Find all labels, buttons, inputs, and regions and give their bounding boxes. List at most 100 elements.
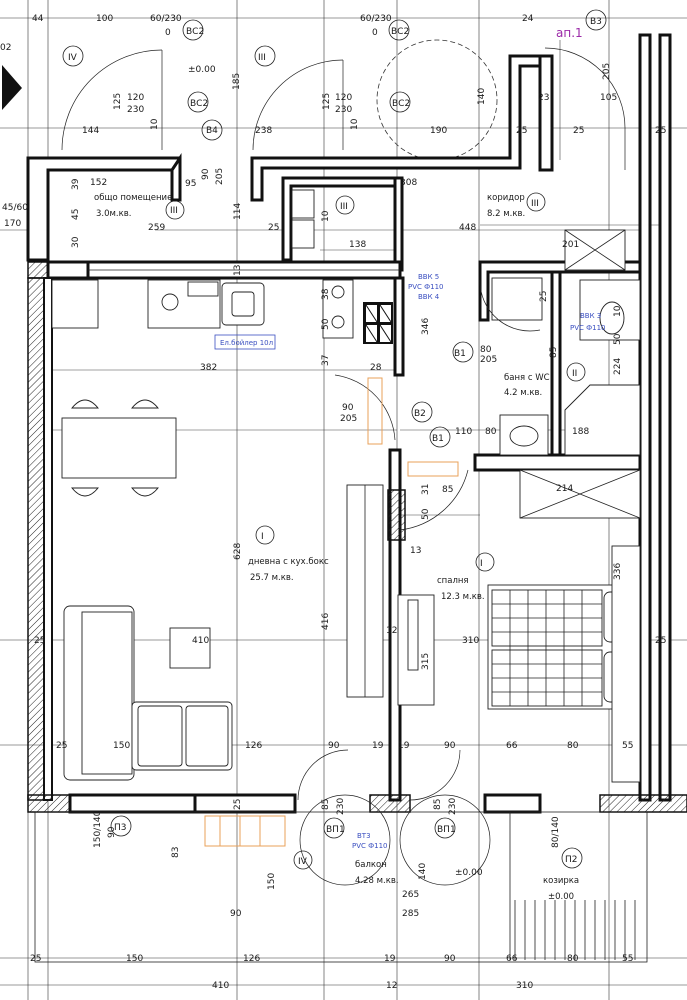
tag-label: В1: [432, 434, 444, 444]
dim-label: 25: [30, 954, 41, 964]
dim-label: 10: [613, 305, 623, 317]
bedroom-furniture: [397, 469, 641, 783]
dim-label: 205: [215, 168, 225, 185]
tag-circles: [62, 9, 607, 870]
room-name-living: дневна с кух.бокс: [248, 557, 329, 567]
dim-label: 39: [71, 178, 81, 190]
dim-label: 448: [459, 223, 476, 233]
dim-label: 126: [245, 741, 262, 751]
dim-label: 90: [328, 741, 340, 751]
dining-table: [61, 399, 177, 497]
dim-label: 0: [372, 28, 378, 38]
room-area-bath: 4.2 м.кв.: [504, 388, 542, 398]
dim-label: 0: [165, 28, 171, 38]
roman-label: I: [261, 532, 264, 542]
dim-label: 90: [444, 954, 456, 964]
dim-label: 25: [655, 126, 666, 136]
dim-label: 310: [462, 636, 479, 646]
dim-label: 23: [538, 93, 549, 103]
dim-label: 28: [370, 363, 382, 373]
dim-label: 80: [567, 954, 579, 964]
note-vvk3: ВВК 3: [580, 312, 601, 320]
dim-label: 214: [556, 484, 573, 494]
dim-label: 02: [0, 43, 11, 53]
note-pvc3: PVC Ф110: [352, 842, 388, 850]
dim-label: 10: [350, 118, 360, 130]
tag-label: П3: [114, 823, 127, 833]
dim-label: 45: [71, 209, 81, 220]
dim-label: 12: [386, 981, 397, 991]
note-vt3: ВТ3: [357, 832, 371, 840]
dim-label: 31: [421, 484, 431, 495]
dim-label: 50: [321, 318, 331, 330]
dim-label: 205: [602, 63, 612, 80]
dim-label: 24: [522, 14, 534, 24]
dim-label: 25: [573, 126, 584, 136]
dim-label: 150: [113, 741, 130, 751]
roman-label: III: [531, 199, 539, 209]
tag-label: ВС2: [186, 27, 204, 37]
dim-label: 265: [402, 890, 419, 900]
dim-label: 152: [90, 178, 107, 188]
room-area-corridor: 8.2 м.кв.: [487, 209, 525, 219]
roman-label: IV: [68, 53, 78, 63]
dim-label: 66: [506, 954, 518, 964]
dim-label: 19: [398, 741, 410, 751]
note-vvk5: ВВК 5: [418, 273, 439, 281]
dim-label: 95: [185, 179, 196, 189]
dim-label: 19: [384, 954, 396, 964]
tag-label: ВС2: [190, 99, 208, 109]
dim-label: 90: [444, 741, 456, 751]
dim-label: 410: [212, 981, 229, 991]
roman-label: III: [258, 53, 266, 63]
tag-label: П2: [565, 855, 578, 865]
dim-label: 10: [150, 118, 160, 130]
room-name-balcony: балкон: [355, 860, 387, 870]
dim-label: 114: [233, 203, 243, 220]
apartment-label: ап.1: [556, 26, 583, 40]
dim-label: 110: [455, 427, 472, 437]
sofa: [63, 605, 233, 781]
dim-label: 416: [321, 613, 331, 630]
dim-label: 100: [96, 14, 113, 24]
dim-label: 50: [421, 508, 431, 520]
dim-label: 44: [32, 14, 44, 24]
room-area-living: 25.7 м.кв.: [250, 573, 294, 583]
dim-label: 150: [267, 873, 277, 890]
dim-label: 144: [82, 126, 99, 136]
dim-label: 66: [506, 741, 518, 751]
dim-label: 125: [113, 93, 123, 110]
dim-label: 19: [372, 741, 384, 751]
dim-label: 224: [613, 358, 623, 375]
dim-label: 230: [127, 105, 144, 115]
note-pvc2: PVC Ф110: [570, 324, 606, 332]
dim-label: 230: [336, 798, 346, 815]
dim-label: 10: [321, 210, 331, 222]
dim-label: 205: [340, 414, 357, 424]
dim-label: 83: [171, 847, 181, 858]
roman-label: III: [340, 202, 348, 212]
room-area-common: 3.0м.кв.: [96, 209, 131, 219]
tag-label: ВП1: [326, 825, 345, 835]
dim-label: 410: [192, 636, 209, 646]
note-vvk4: ВВК 4: [418, 293, 440, 301]
dim-label: 25: [268, 223, 279, 233]
dim-label: 205: [480, 355, 497, 365]
dim-label: 50: [613, 333, 623, 345]
dim-label: 126: [243, 954, 260, 964]
note-pvc1: PVC Ф110: [408, 283, 444, 291]
dim-label: 185: [232, 73, 242, 90]
dim-label: 105: [600, 93, 617, 103]
tag-label: В2: [414, 409, 426, 419]
north-arrow-icon: [2, 65, 22, 110]
dim-label: 188: [572, 427, 589, 437]
dim-label: 140: [477, 88, 487, 105]
dim-label: 25: [34, 636, 45, 646]
dim-label: 285: [402, 909, 419, 919]
roman-label: II: [572, 369, 577, 379]
dim-label: 140: [418, 863, 428, 880]
dim-label: 85: [442, 485, 453, 495]
dim-label: 120: [127, 93, 144, 103]
interior-doors: [204, 279, 541, 886]
dim-label: 90: [201, 168, 211, 180]
